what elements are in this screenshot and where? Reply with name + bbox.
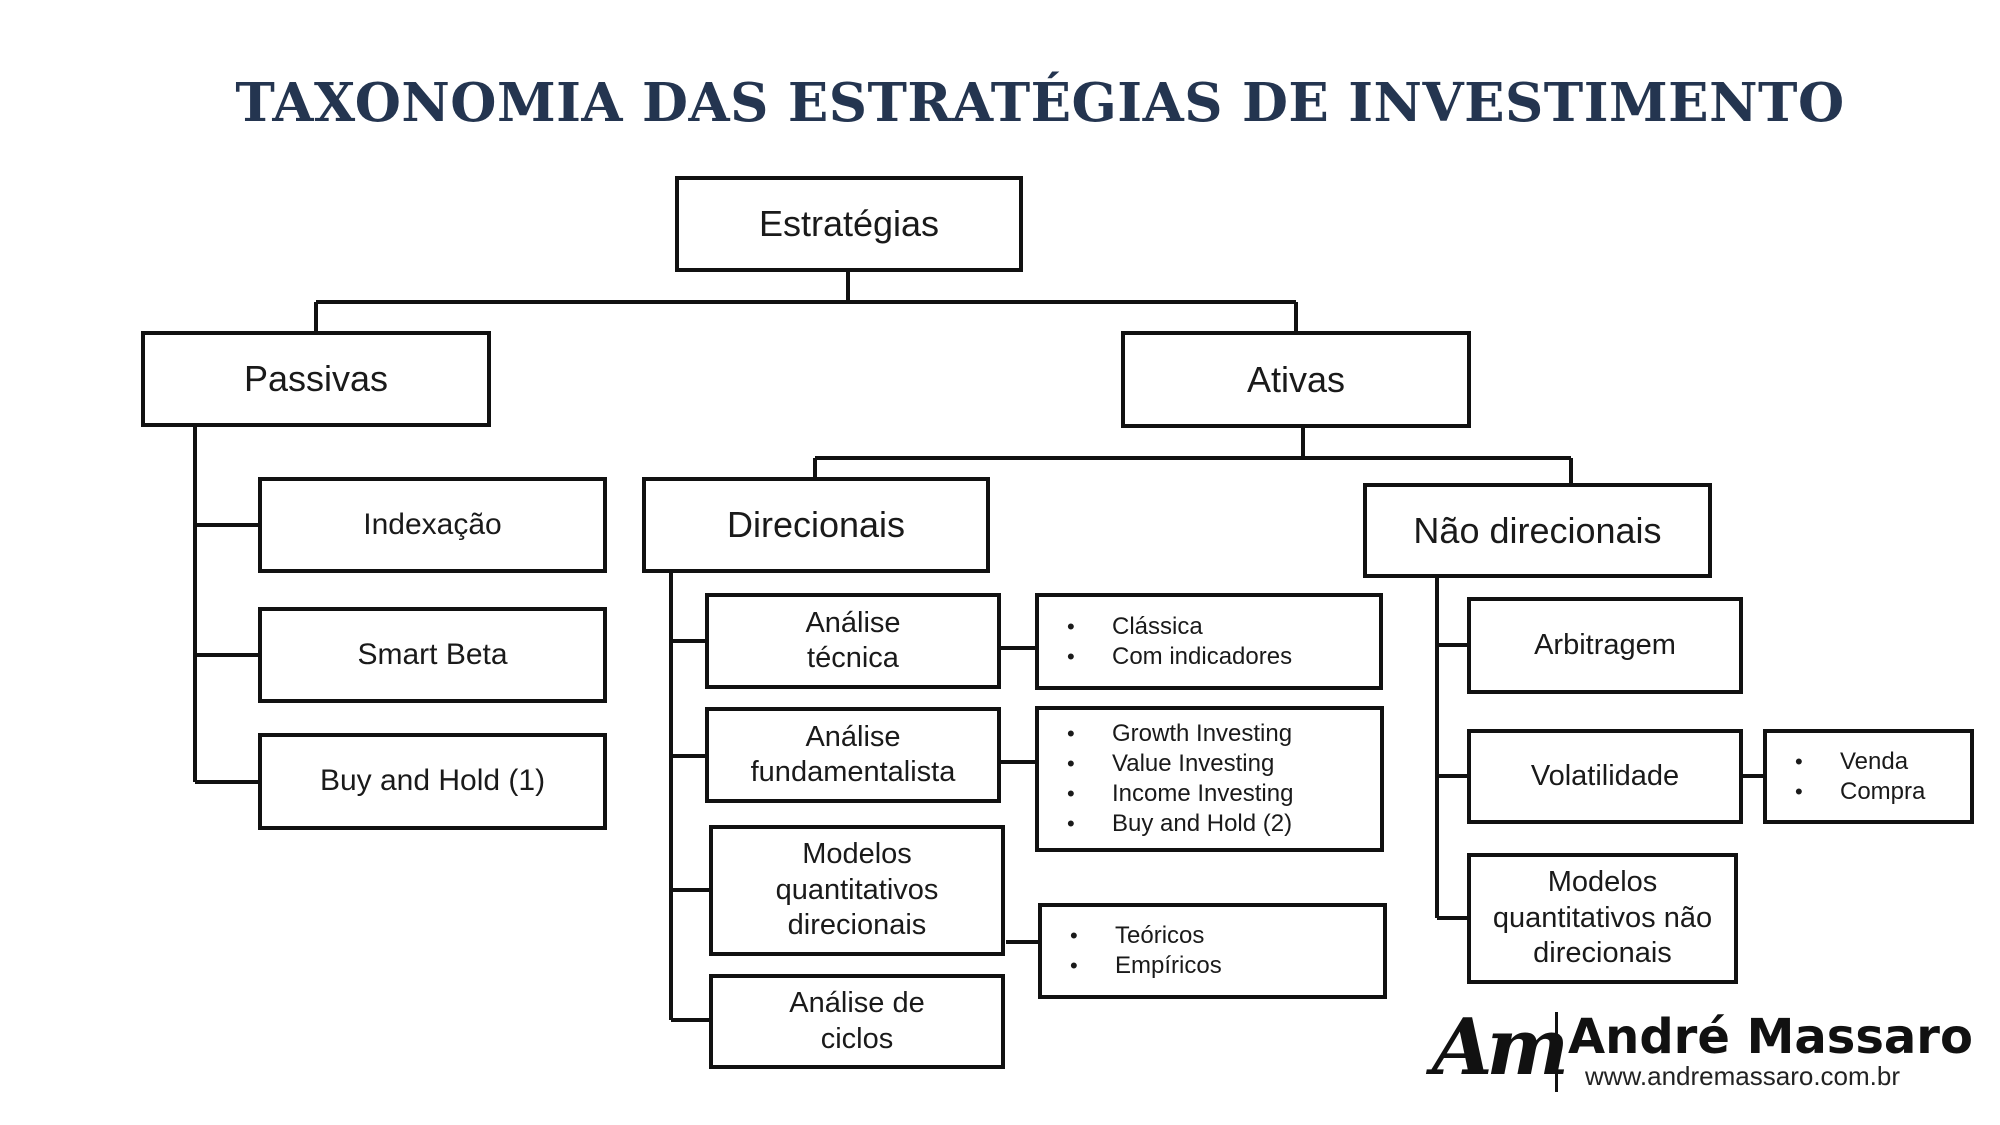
node-analise-tecnica: Análise técnica [705, 593, 1001, 689]
list-item: Clássica [1067, 612, 1292, 642]
list-item: Value Investing [1067, 749, 1293, 779]
node-label: Indexação [363, 507, 502, 541]
node-label: Modelos quantitativos não direcionais [1492, 866, 1713, 970]
list-item: Growth Investing [1067, 719, 1293, 749]
node-buy-and-hold-1: Buy and Hold (1) [258, 733, 607, 830]
connector-subitems [1000, 646, 1764, 944]
list-item: Buy and Hold (2) [1067, 809, 1293, 839]
brand-name: André Massaro [1568, 1009, 1973, 1065]
node-label: Ativas [1246, 358, 1346, 400]
connector-ativas-children [813, 428, 1573, 483]
list-item: Teóricos [1070, 921, 1222, 951]
node-ativas: Ativas [1121, 331, 1471, 428]
list-item: Venda [1795, 747, 1925, 777]
list-analise-tecnica: Clássica Com indicadores [1035, 593, 1383, 690]
node-passivas: Passivas [141, 331, 491, 427]
node-smart-beta: Smart Beta [258, 607, 607, 703]
node-label: Passivas [243, 358, 389, 400]
node-estrategias: Estratégias [675, 176, 1023, 272]
brand-url: www.andremassaro.com.br [1585, 1061, 1900, 1091]
list-item: Income Investing [1067, 779, 1293, 809]
connector-root-to-level1 [314, 272, 1298, 332]
node-indexacao: Indexação [258, 477, 607, 573]
node-direcionais: Direcionais [642, 477, 990, 573]
diagram-title: TAXONOMIA DAS ESTRATÉGIAS DE INVESTIMENT… [235, 72, 1845, 134]
node-arbitragem: Arbitragem [1467, 597, 1743, 694]
connector-direcionais-children [669, 572, 709, 1022]
node-volatilidade: Volatilidade [1467, 729, 1743, 824]
node-nao-direcionais: Não direcionais [1363, 483, 1712, 578]
node-label: Modelos quantitativos direcionais [775, 838, 939, 942]
list-item: Compra [1795, 777, 1925, 807]
list-item: Empíricos [1070, 951, 1222, 981]
list-item: Com indicadores [1067, 642, 1292, 672]
node-analise-de-ciclos: Análise de ciclos [709, 974, 1005, 1069]
node-label: Não direcionais [1413, 509, 1662, 551]
node-label: Volatilidade [1530, 759, 1680, 792]
node-modelos-quantitativos-nao-direcionais: Modelos quantitativos não direcionais [1467, 853, 1738, 984]
node-analise-fundamentalista: Análise fundamentalista [705, 707, 1001, 803]
connector-nao-direcionais-children [1435, 577, 1467, 920]
node-label: Estratégias [758, 203, 940, 245]
brand-logo-mark: Am [1432, 1002, 1569, 1093]
node-label: Buy and Hold (1) [319, 764, 546, 798]
list-modelos-quantitativos: Teóricos Empíricos [1038, 903, 1387, 999]
brand-divider [1555, 1012, 1558, 1092]
connector-passivas-children [193, 427, 258, 784]
node-label: Smart Beta [357, 637, 508, 671]
node-label: Direcionais [726, 504, 906, 546]
node-label: Análise de ciclos [789, 987, 925, 1055]
node-label: Análise técnica [805, 606, 901, 674]
node-modelos-quantitativos-direcionais: Modelos quantitativos direcionais [709, 825, 1005, 956]
node-label: Arbitragem [1534, 628, 1676, 661]
list-analise-fundamentalista: Growth Investing Value Investing Income … [1035, 706, 1384, 852]
node-label: Análise fundamentalista [750, 720, 956, 788]
list-volatilidade: Venda Compra [1763, 729, 1974, 824]
